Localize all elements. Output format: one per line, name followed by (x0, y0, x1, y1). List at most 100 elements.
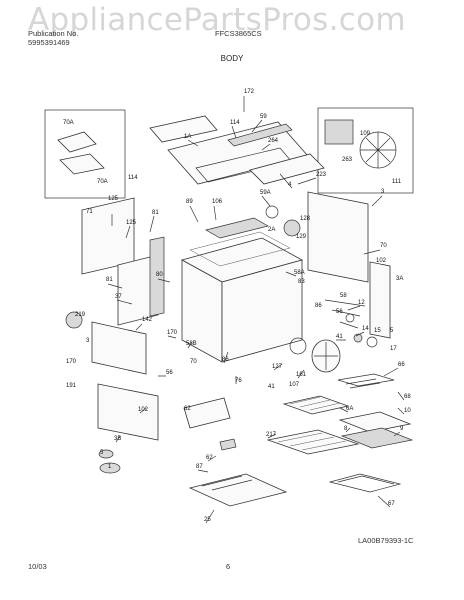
callout-label: 67 (388, 501, 395, 507)
leveling-leg (98, 449, 114, 459)
model-number: FFCS3865CS (215, 29, 262, 38)
hinge-receptacle (219, 438, 237, 451)
inset-box-left (44, 109, 126, 199)
broil-element-66 (337, 373, 395, 387)
watermark: AppliancePartsPros.com (28, 2, 406, 38)
broiler-pan-9 (340, 427, 414, 449)
callout-label: 12 (358, 300, 365, 306)
callout-label: 10 (404, 408, 411, 414)
fan-blade-59a (265, 205, 279, 219)
callout-label: 17 (390, 346, 397, 352)
oven-rack-6a (282, 395, 350, 415)
callout-label: 4 (288, 182, 292, 188)
callout-label: 70 (380, 243, 387, 249)
callout-label: 3 (86, 338, 90, 344)
callout-label: 111 (392, 179, 402, 185)
callout-label: 86 (315, 303, 322, 309)
footer-page-number: 6 (226, 562, 231, 571)
bottom-panel-102 (97, 383, 159, 441)
callout-label: 107 (289, 382, 300, 388)
callout-label: 102 (376, 258, 387, 264)
leveling-leg-1 (99, 462, 121, 474)
figure-code: LA00B79393-1C (358, 536, 414, 545)
bake-element-67 (328, 473, 402, 493)
oven-control-bracket (205, 217, 269, 239)
callout-label: 223 (316, 172, 327, 178)
callout-label: 1 (108, 464, 112, 470)
oven-rack-8 (266, 429, 360, 455)
callout-label: 125 (126, 220, 137, 226)
callout-label: 80 (156, 272, 163, 278)
callout-label: 125 (108, 196, 119, 202)
page-header: AppliancePartsPros.com Publication No. 5… (0, 0, 464, 70)
callout-label: 5 (100, 450, 104, 456)
callout-label: 81 (106, 277, 113, 283)
callout-label: 89 (186, 199, 193, 205)
lower-left-panel (91, 321, 147, 375)
callout-label: 71 (86, 209, 93, 215)
left-insulation (117, 254, 159, 326)
callout-label: 170 (66, 359, 77, 365)
callout-label: 14 (362, 326, 369, 332)
callout-label: 217 (266, 432, 277, 438)
callout-label: 219 (75, 312, 86, 318)
callout-label: 59A (260, 190, 271, 196)
callout-label: 191 (66, 383, 77, 389)
publication-number: 5995391469 (28, 38, 70, 47)
callout-label: 9 (400, 426, 404, 432)
insulation-panel-lower (59, 153, 105, 175)
publication-label: Publication No. (28, 29, 79, 38)
callout-label: 70A (97, 179, 108, 185)
callout-label: 3A (396, 276, 403, 282)
callout-label: 2A (268, 227, 275, 233)
oven-side-face (221, 259, 303, 363)
callout-label: 170 (167, 330, 178, 336)
callout-label: 70A (63, 120, 74, 126)
callout-label: 6A (346, 406, 353, 412)
convection-motor (324, 119, 354, 145)
callout-label: 1A (184, 134, 191, 140)
callout-label: 62 (184, 406, 191, 412)
control-block-62 (183, 397, 231, 429)
broiler-pan-insert (338, 411, 412, 433)
callout-label: 3 (381, 189, 385, 195)
callout-label: 8 (344, 426, 348, 432)
callout-label: 86 (222, 357, 229, 363)
right-side-panel (307, 191, 369, 283)
callout-label: 41 (268, 384, 275, 390)
callout-label: 172 (244, 89, 255, 95)
callout-label: 66 (398, 362, 405, 368)
callout-label: 114 (128, 175, 138, 181)
footer-date: 10/03 (28, 562, 47, 571)
callout-label: 142 (142, 317, 153, 323)
right-trim-3a (369, 261, 391, 339)
thermostat-219 (65, 311, 83, 329)
callout-label: 59 (260, 114, 267, 120)
callout-label: 41 (336, 334, 343, 340)
left-rail (149, 236, 165, 317)
callout-label: 56 (336, 309, 343, 315)
callout-label: 114 (230, 120, 240, 126)
section-title: BODY (220, 54, 244, 63)
top-duct (227, 123, 293, 147)
callout-label: 76 (235, 378, 242, 384)
inset-box-right (317, 107, 414, 194)
vent-channel (249, 153, 325, 185)
callout-label: 68 (404, 394, 411, 400)
callout-label: 15 (374, 328, 381, 334)
callout-label: 62 (206, 455, 213, 461)
callout-label: 106 (212, 199, 223, 205)
callout-label: 83 (298, 279, 305, 285)
callout-label: 87 (196, 464, 203, 470)
callout-label: 58 (340, 293, 347, 299)
insulation-panel-upper (57, 131, 97, 153)
callout-labels: 172 59 1A 114 264 4 223 70A 70A 114 125 … (63, 89, 411, 523)
top-trim-1a (149, 115, 218, 143)
callout-label: 81 (152, 210, 159, 216)
leader-lines (107, 96, 405, 524)
fan-motor-128 (283, 219, 301, 237)
callout-label: 56 (166, 370, 173, 376)
callout-label: 5 (390, 328, 394, 334)
oven-bottom-25 (188, 473, 288, 507)
